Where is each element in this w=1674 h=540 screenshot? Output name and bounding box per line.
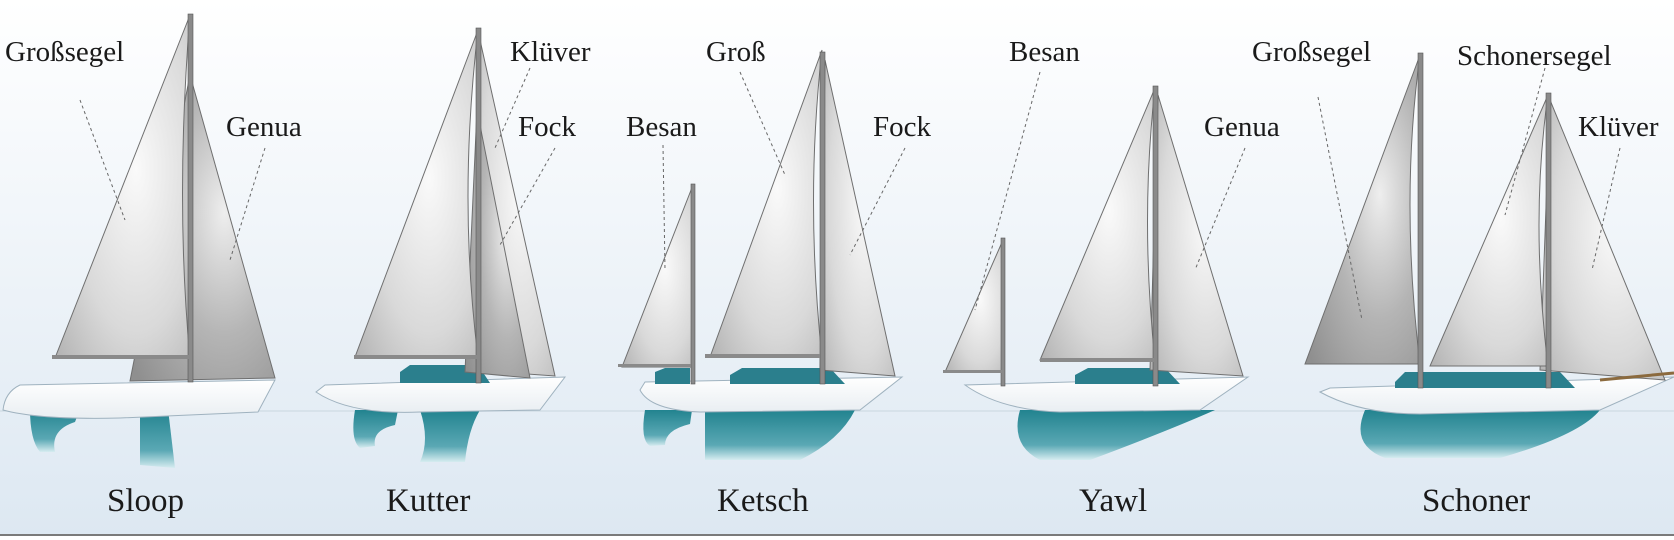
label-ketsch-gross: Groß — [706, 36, 766, 68]
kutter-leader-kluever — [494, 67, 531, 149]
schoner-leader-schonersegel — [1504, 67, 1546, 216]
ketsch-mainmast — [819, 51, 826, 385]
label-yawl-besan: Besan — [1009, 36, 1080, 68]
ketsch-keel-rudder — [643, 410, 692, 446]
schoner-bowsprit — [1599, 371, 1674, 382]
sloop-hull — [2, 379, 276, 419]
schoner-leader-grosssegel — [1317, 96, 1363, 321]
bottom-rule — [0, 534, 1674, 536]
label-schoner-grosssegel: Großsegel — [1252, 36, 1372, 68]
ketsch-aft-cabin — [655, 368, 690, 384]
ketsch-boom — [705, 354, 820, 358]
boat-name-ketsch: Ketsch — [717, 483, 809, 519]
ketsch-leader-besan — [662, 144, 666, 271]
sailboat-schoner — [1304, 52, 1674, 458]
yawl-keel — [1017, 410, 1215, 460]
sloop-boom — [52, 355, 190, 359]
sailboat-yawl — [943, 71, 1250, 460]
schoner-mainmast — [1417, 52, 1424, 389]
label-ketsch-besan: Besan — [626, 111, 697, 143]
label-kutter-fock: Fock — [518, 111, 576, 143]
boat-name-kutter: Kutter — [386, 483, 471, 519]
ketsch-cabin — [730, 368, 845, 384]
yawl-boom — [1040, 358, 1155, 362]
sloop-mast — [187, 13, 194, 383]
ketsch-leader-gross — [739, 71, 786, 176]
sailboat-kutter — [315, 27, 567, 462]
label-kutter-kluever: Klüver — [510, 36, 591, 68]
ketsch-keel — [705, 410, 855, 460]
yawl-mainmast — [1152, 85, 1159, 387]
ketsch-mizzenmast — [690, 183, 696, 385]
yawl-leader-genua — [1194, 147, 1246, 271]
yawl-mizzenmast — [1000, 237, 1006, 387]
schoner-foremast — [1545, 92, 1552, 389]
ketsch-leader-fock — [849, 147, 906, 256]
yawl-leader-besan — [974, 71, 1041, 311]
label-sloop-genua: Genua — [226, 111, 302, 143]
schoner-kluever-sail — [1539, 99, 1666, 381]
kutter-leader-fock — [499, 147, 556, 246]
ketsch-mizzen-boom — [618, 364, 691, 367]
kutter-mast — [475, 27, 482, 384]
yawl-hull — [963, 376, 1250, 413]
label-yawl-genua: Genua — [1204, 111, 1280, 143]
sailboat-ketsch — [618, 49, 906, 460]
label-sloop-grosssegel: Großsegel — [5, 36, 125, 68]
sailboat-sloop — [2, 13, 276, 468]
boat-name-sloop: Sloop — [107, 483, 185, 519]
kutter-keel-fin — [420, 410, 480, 462]
boat-name-schoner: Schoner — [1422, 483, 1531, 519]
label-schoner-schonersegel: Schonersegel — [1457, 40, 1612, 72]
schoner-leader-kluever — [1591, 147, 1621, 271]
kutter-hull — [315, 376, 567, 413]
schoner-keel — [1360, 410, 1600, 458]
sloop-leader-genua — [229, 147, 266, 261]
schoner-cabin — [1395, 372, 1575, 388]
sloop-keel-fin — [30, 409, 80, 452]
kutter-keel-rudder — [353, 410, 398, 448]
label-ketsch-fock: Fock — [873, 111, 931, 143]
boat-name-yawl: Yawl — [1079, 483, 1148, 519]
yawl-mizzen-boom — [943, 370, 1003, 373]
label-schoner-kluever: Klüver — [1578, 111, 1659, 143]
ketsch-hull — [639, 376, 904, 413]
kutter-boom — [354, 355, 478, 359]
sloop-keel-rudder — [140, 409, 175, 468]
